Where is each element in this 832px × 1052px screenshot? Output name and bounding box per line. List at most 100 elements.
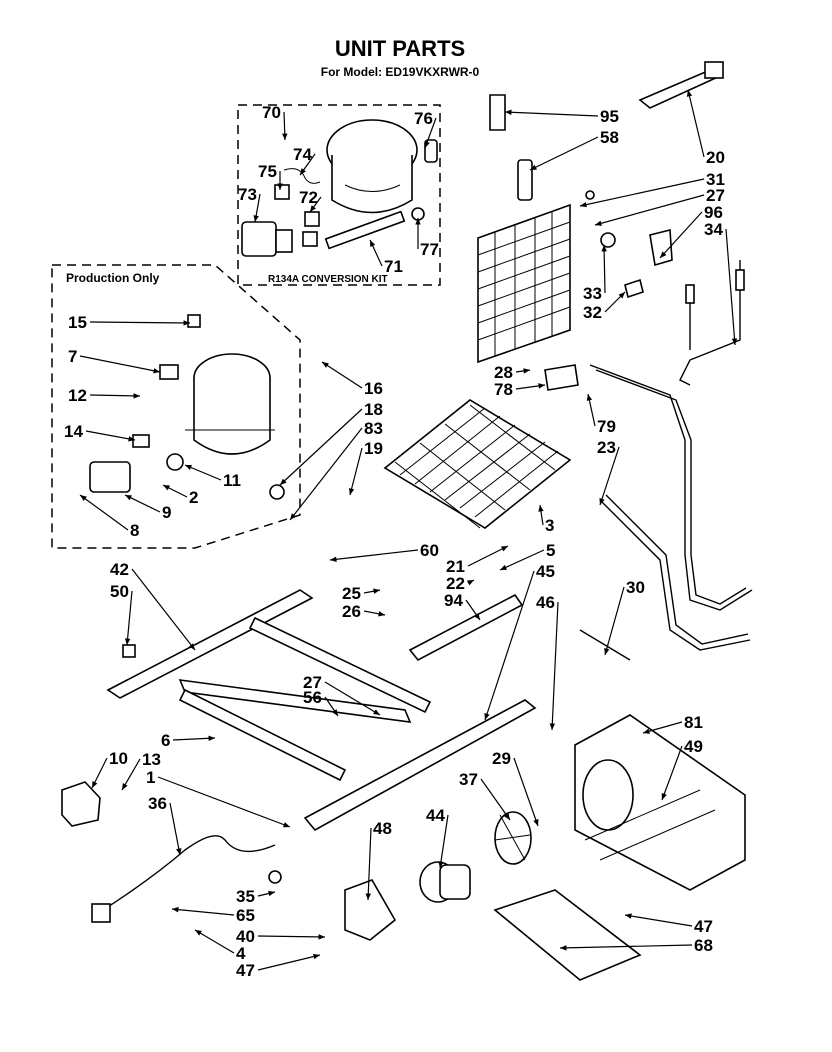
arrow-head-60 [330,556,337,562]
arrow-head-16 [322,362,329,368]
arrow-head-72 [310,205,317,212]
arrow-head-20 [686,90,693,97]
frame-rails [106,589,432,782]
arrow-head-35 [268,890,275,897]
arrow-head-2 [163,485,170,491]
callout-27: 27 [706,186,725,205]
arrow-head-26 [378,611,385,617]
arrow-head-25 [373,588,380,594]
leader-line-36 [169,802,181,856]
arrow-head-28 [523,368,530,374]
misc-brackets [544,190,673,391]
arrow-head-36 [176,848,182,855]
drain-trough [408,593,524,662]
leader-line-48 [367,827,372,901]
leader-line-50 [126,590,133,646]
arrow-head-1 [283,822,290,828]
callout-70: 70 [262,103,281,122]
arrow-head-70 [282,133,288,140]
leader-line-4 [194,929,235,954]
production-only-label: Production Only [66,271,160,285]
arrow-head-56 [332,709,338,716]
arrow-head-23 [599,498,605,505]
arrow-head-8 [80,495,87,502]
arrow-head-14 [128,436,135,442]
kit-relay-73 [241,221,293,257]
arrow-head-48 [365,893,371,900]
callout-42: 42 [110,560,129,579]
callout-16: 16 [364,379,383,398]
callout-58: 58 [600,128,619,147]
leader-line-96 [659,211,703,259]
callout-95: 95 [600,107,619,126]
callout-30: 30 [626,578,645,597]
callout-74: 74 [293,145,312,164]
callout-47b: 47 [694,917,713,936]
callout-60: 60 [420,541,439,560]
arrow-head-76 [424,141,430,148]
callout-33: 33 [583,284,602,303]
leader-line-7 [79,355,161,373]
callout-76: 76 [414,109,433,128]
conversion-kit-label: R134A CONVERSION KIT [268,274,388,285]
callout-45: 45 [536,562,555,581]
callout-44: 44 [426,806,445,825]
callout-72: 72 [299,188,318,207]
callout-20: 20 [706,148,725,167]
arrow-head-81 [643,728,650,734]
leader-line-14 [85,430,136,441]
evaporator-coil [383,399,572,529]
arrow-head-71 [370,240,376,247]
arrow-head-9 [125,495,132,501]
leader-line-20 [687,89,705,158]
arrow-head-18 [280,478,287,485]
arrow-head-13 [122,783,128,790]
arrow-head-27b [373,709,380,715]
callout-12: 12 [68,386,87,405]
callout-81: 81 [684,713,703,732]
arrow-head-34 [731,338,738,345]
arrow-head-40 [318,934,325,940]
fan-assembly [344,811,532,941]
leader-line-6 [172,737,216,741]
arrow-head-27 [595,220,602,226]
kit-parts-small [274,168,406,250]
callout-8: 8 [130,521,139,540]
leader-line-65 [171,908,235,916]
leader-line-68 [559,944,693,949]
arrow-head-46 [549,723,556,730]
callout-40: 40 [236,927,255,946]
arrow-head-75 [277,183,283,190]
diagram-title: UNIT PARTS [335,36,465,61]
callout-11: 11 [223,471,241,490]
arrow-head-77 [415,218,421,225]
arrow-head-12 [133,393,140,399]
callout-56: 56 [303,688,322,707]
arrow-head-31 [580,201,587,208]
callout-65: 65 [236,906,255,925]
arrow-head-37 [504,813,510,820]
callout-7: 7 [68,347,77,366]
leader-line-31 [579,178,705,207]
arrow-head-78 [538,383,545,389]
leader-line-21 [467,545,509,567]
arrow-head-29 [533,819,539,826]
leader-line-47 [257,954,321,971]
callout-15: 15 [68,313,87,332]
callout-73: 73 [238,185,257,204]
callout-4: 4 [236,944,246,963]
callout-96: 96 [704,203,723,222]
arrow-head-44 [438,861,444,868]
arrow-head-68 [560,945,567,951]
leader-line-49 [661,745,683,801]
callout-23: 23 [597,438,616,457]
arrow-head-7 [153,368,160,374]
leader-line-83 [289,427,363,521]
callout-49: 49 [684,737,703,756]
callout-13: 13 [142,750,161,769]
arrow-head-83 [290,513,297,520]
arrow-head-58 [530,164,537,170]
callout-27b: 27 [303,673,322,692]
heater-element [638,61,724,109]
drain-pan [493,889,642,981]
